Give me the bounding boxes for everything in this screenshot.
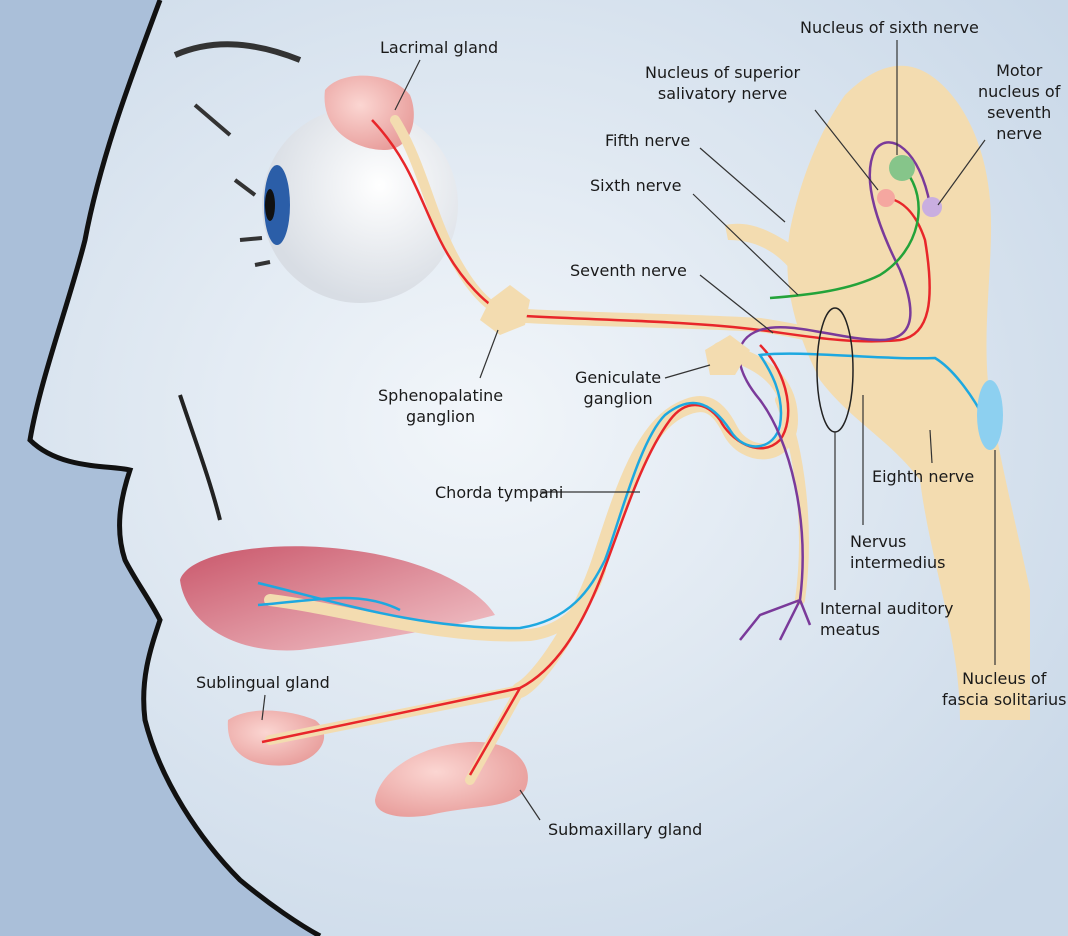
- pupil: [265, 189, 275, 221]
- submaxillary-gland: [375, 741, 528, 817]
- label-internal-auditory-meatus: Internal auditory meatus: [820, 599, 954, 639]
- label-eighth-nerve: Eighth nerve: [872, 467, 975, 486]
- label-seventh-nerve: Seventh nerve: [570, 261, 687, 280]
- fifth-nerve-stump: [725, 223, 800, 275]
- abducens-path: [769, 169, 920, 300]
- label-motor-nucleus-seventh: Motor nucleus of seventh nerve: [978, 61, 1061, 143]
- taste-path: [257, 352, 987, 630]
- leader-lines: [261, 40, 996, 821]
- eyelash: [193, 103, 271, 267]
- label-nucleus-sixth-nerve: Nucleus of sixth nerve: [800, 18, 979, 37]
- label-sublingual-gland: Sublingual gland: [196, 673, 330, 692]
- iris: [264, 165, 290, 245]
- label-lacrimal-gland: Lacrimal gland: [380, 38, 499, 57]
- label-nucleus-fascia-solitarius: Nucleus of fascia solitarius: [942, 669, 1067, 709]
- label-nervus-intermedius: Nervus intermedius: [850, 532, 946, 572]
- sphenopalatine-ganglion: [480, 285, 530, 335]
- label-sixth-nerve: Sixth nerve: [590, 176, 682, 195]
- label-sphenopalatine-ganglion: Sphenopalatine ganglion: [378, 386, 504, 426]
- nucleus-sixth: [889, 155, 915, 181]
- outer-region: [0, 0, 320, 936]
- motor-nucleus-seventh: [922, 197, 942, 217]
- eyebrow: [173, 41, 302, 63]
- label-fifth-nerve: Fifth nerve: [605, 131, 691, 150]
- face-profile-outline: [27, 0, 322, 936]
- label-submaxillary-gland: Submaxillary gland: [548, 820, 703, 839]
- label-geniculate-ganglion: Geniculate ganglion: [575, 368, 662, 408]
- lacrimal-gland: [324, 75, 414, 150]
- parasympathetic-path: [261, 119, 931, 776]
- nucleus-fascia-solitarius: [977, 380, 1003, 450]
- motor-path: [738, 141, 932, 641]
- geniculate-ganglion: [705, 335, 750, 375]
- label-chorda-tympani: Chorda tympani: [435, 483, 564, 502]
- label-nucleus-superior-salivatory: Nucleus of superior salivatory nerve: [645, 63, 801, 103]
- brainstem: [787, 65, 1030, 721]
- nostril-line: [178, 394, 222, 521]
- nucleus-superior-salivatory: [877, 189, 895, 207]
